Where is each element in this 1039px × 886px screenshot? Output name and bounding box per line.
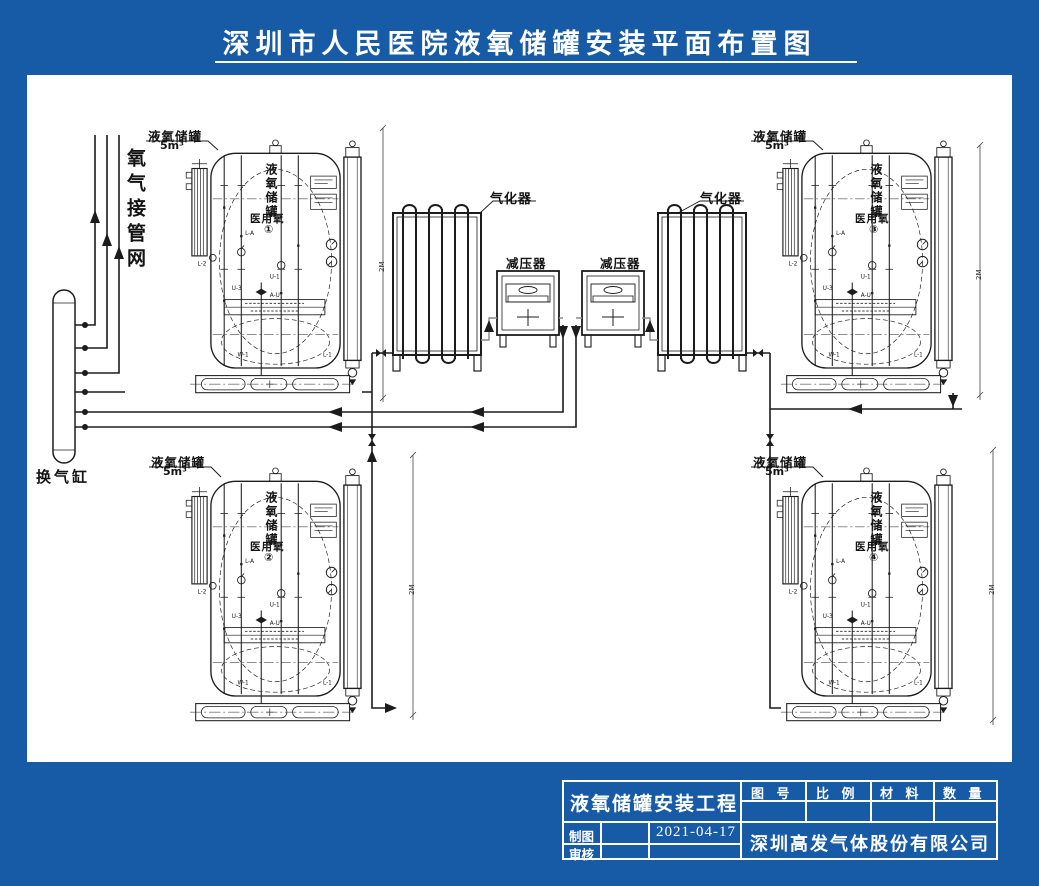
paper xyxy=(27,75,1012,762)
vaporizer2-label: 气化器 xyxy=(700,192,743,207)
title-block-checked-label: 审核 xyxy=(569,847,595,862)
dimension-lines xyxy=(379,124,997,725)
title-block-header-drawing-no: 图 号 xyxy=(751,787,794,802)
tank1-number: ① xyxy=(264,223,274,236)
vaporizer1-label: 气化器 xyxy=(490,192,533,207)
tank3-gas-label: 医用氧 xyxy=(855,213,890,225)
dim-label-4: 2M xyxy=(988,584,996,596)
reducer1-label: 减压器 xyxy=(506,256,547,271)
tank3-number: ③ xyxy=(869,223,879,236)
tank3-body-label: 液氧储罐 xyxy=(869,163,883,219)
tank2-number: ② xyxy=(264,551,274,564)
tank2-gas-label: 医用氧 xyxy=(250,541,285,553)
title-block-header-material: 材 料 xyxy=(880,787,923,802)
vaporizer-leaders xyxy=(479,200,744,214)
oxygen-network-label: 氧气接管网 xyxy=(124,148,146,273)
dim-label-3: 2M xyxy=(408,584,416,596)
title-block-project: 液氧储罐安装工程 xyxy=(570,793,739,815)
tank2-capacity: 5m³ xyxy=(163,465,187,478)
tank2-body-label: 液氧储罐 xyxy=(264,491,278,547)
tank3-callout: 液氧储罐 xyxy=(753,129,808,144)
title-block-header-quantity: 数 量 xyxy=(943,787,986,802)
title-block-drawn-label: 制图 xyxy=(569,829,595,844)
tank4-number: ④ xyxy=(869,551,879,564)
reducer2-label: 减压器 xyxy=(600,256,641,271)
exchange-cylinder xyxy=(52,289,76,464)
dim-label-1: 2M xyxy=(378,261,386,273)
tank3-capacity: 5m³ xyxy=(765,139,789,152)
flow-arrows xyxy=(82,210,958,713)
exchange-cylinder-label: 换气缸 xyxy=(36,468,91,486)
title-block-company: 深圳高发气体股份有限公司 xyxy=(750,834,990,855)
tank1-capacity: 5m³ xyxy=(160,139,184,152)
title-block-date: 2021-04-17 xyxy=(656,824,736,840)
tank1-body-label: 液氧储罐 xyxy=(264,163,278,219)
sheet-title: 深圳市人民医院液氧储罐安装平面布置图 xyxy=(222,29,817,60)
tank4-capacity: 5m³ xyxy=(765,465,789,478)
callout-leaders xyxy=(146,140,824,478)
tank4-callout: 液氧储罐 xyxy=(753,455,808,470)
title-block: 液氧储罐安装工程 图 号 比 例 材 料 数 量 制图 审核 2021-04-1… xyxy=(562,780,998,862)
title-block-header-scale: 比 例 xyxy=(816,787,859,802)
tank4-gas-label: 医用氧 xyxy=(855,541,890,553)
title-underline xyxy=(215,61,857,63)
dim-label-2: 2M xyxy=(975,269,983,281)
tank1-gas-label: 医用氧 xyxy=(250,213,285,225)
tank4-body-label: 液氧储罐 xyxy=(869,491,883,547)
tank1-callout: 液氧储罐 xyxy=(148,129,203,144)
tank2-callout: 液氧储罐 xyxy=(151,455,206,470)
